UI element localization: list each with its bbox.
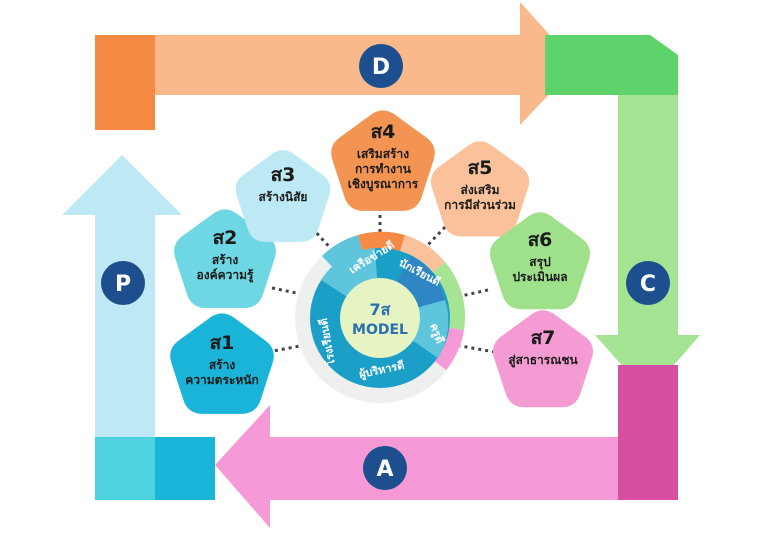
svg-text:A: A — [376, 457, 393, 482]
step-label-line: การมีส่วนร่วม — [444, 198, 516, 212]
arrow-a — [215, 365, 678, 528]
step-label-line: เชิงบูรณาการ — [348, 177, 419, 192]
step-label-line: องค์ความรู้ — [197, 268, 255, 283]
pdca-circle-c: C — [626, 261, 670, 305]
step-pentagon-shape — [489, 212, 591, 310]
step-badge-3: ส3 สร้างนิสัย — [235, 150, 331, 242]
step-pentagon-shape — [235, 150, 331, 242]
step-label-line: สรุป — [529, 255, 551, 270]
step-label-line: สร้าง — [212, 253, 239, 267]
step-title: ส4 — [371, 121, 396, 143]
step-title: ส3 — [271, 164, 296, 186]
svg-text:D: D — [372, 55, 390, 80]
step-pentagon-shape — [430, 141, 530, 237]
svg-text:C: C — [640, 272, 656, 297]
center-wheel: 7ส MODEL เครือข่ายดี นักเรียนดี ครูดี ผู… — [295, 231, 466, 403]
step-pentagon-shape — [331, 110, 435, 211]
center-subtitle: MODEL — [352, 322, 408, 338]
step-label-line: สร้างนิสัย — [259, 190, 308, 204]
svg-text:P: P — [115, 272, 131, 297]
step-label-line: เสริมสร้าง — [357, 147, 409, 161]
step-pentagons: ส1สร้างความตระหนักส2สร้างองค์ความรู้ส3สร… — [170, 110, 594, 414]
step-pentagon-shape — [492, 310, 594, 408]
pdca-circle-p: P — [101, 261, 145, 305]
step-title: ส6 — [528, 229, 553, 251]
step-title: ส5 — [468, 157, 493, 179]
pdca-circle-d: D — [359, 44, 403, 88]
step-label-line: ความตระหนัก — [185, 373, 258, 387]
step-badge-7: ส7 สู่สาธารณชน — [492, 310, 594, 408]
step-label-line: ส่งเสริม — [461, 183, 500, 197]
step-label-line: ประเมินผล — [512, 270, 567, 284]
step-title: ส2 — [213, 227, 238, 249]
arrow-d — [95, 2, 577, 130]
arrow-p — [62, 155, 215, 500]
step-label-line: สร้าง — [209, 358, 236, 372]
pdca-circle-a: A — [363, 446, 407, 490]
step-title: ส7 — [531, 327, 556, 349]
arrow-c — [545, 35, 700, 395]
step-label-line: การทำงาน — [355, 162, 412, 176]
step-title: ส1 — [210, 332, 235, 354]
center-title: 7ส — [370, 300, 391, 319]
step-label-line: สู่สาธารณชน — [508, 353, 578, 368]
step-pentagon-shape — [170, 313, 274, 414]
